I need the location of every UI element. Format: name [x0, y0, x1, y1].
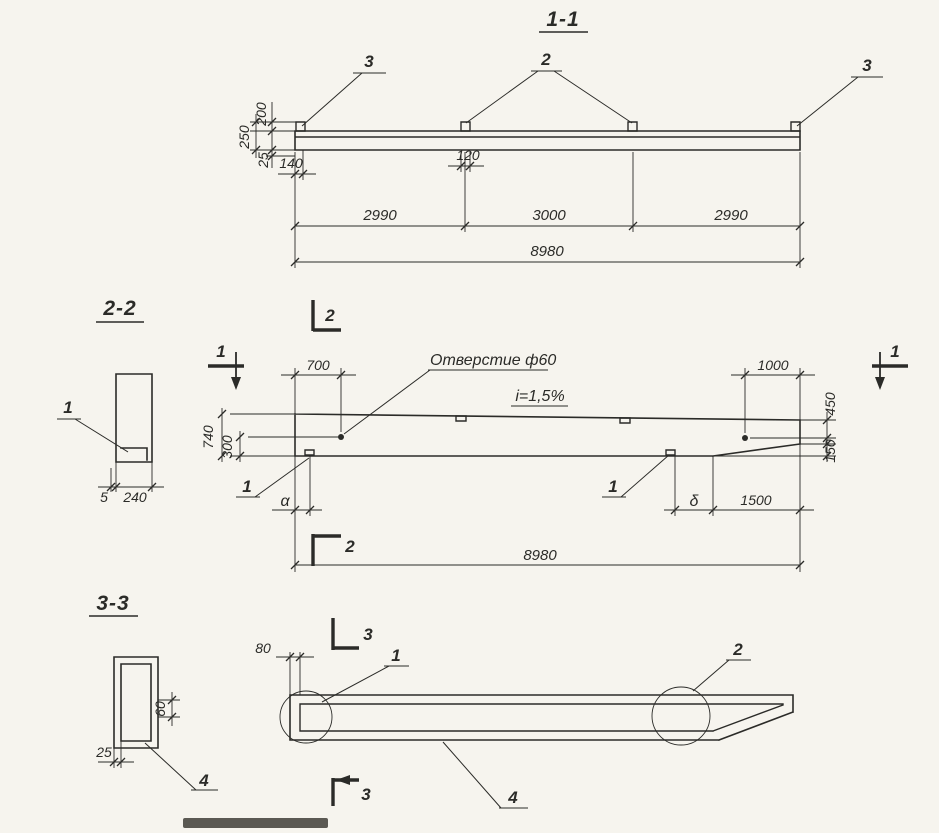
callout-3-right: 3: [862, 56, 872, 75]
slope-label: i=1,5%: [515, 388, 564, 405]
dimension-ticks-1-1: [251, 117, 805, 267]
section-view-1-1: 1-1 3 2 3 250 200 25 140 120 2990 3000 2…: [236, 8, 883, 268]
dim-5: 5: [100, 489, 108, 505]
dim-span-2990-a: 2990: [362, 207, 397, 224]
plan-inner-outline: [299, 703, 784, 732]
dim-25-bottom: 25: [95, 744, 112, 760]
dim-span-3000: 3000: [532, 207, 566, 224]
dim-740: 740: [200, 425, 216, 449]
embed-marks-elevation: [304, 415, 676, 456]
beam-top-view-outline: [294, 130, 801, 151]
plan-outer-outline: [289, 694, 795, 742]
dimension-lines-plan: [276, 652, 314, 695]
dim-1500: 1500: [740, 492, 771, 508]
callout-3-left: 3: [364, 52, 374, 71]
cross-section-3-3-outline: [113, 656, 159, 749]
section-cut-arrow-shafts: [235, 352, 881, 378]
dimension-ticks-3-3: [109, 695, 177, 767]
callout-leaders-1-1: [301, 70, 883, 127]
callout-2-mid: 2: [540, 50, 551, 69]
dim-delta: δ: [690, 493, 700, 510]
dim-450: 450: [822, 392, 838, 416]
dim-240: 240: [122, 489, 147, 505]
callout-1-elevation-left: 1: [242, 477, 251, 496]
section-view-2-2: 2-2 1 5 240: [57, 297, 164, 505]
dim-25-top: 25: [255, 152, 271, 169]
dim-total-8980-top: 8980: [530, 243, 564, 260]
section-cut-marks-3: [331, 618, 359, 806]
scan-artifact: [183, 818, 328, 828]
dimension-ticks-2-2: [106, 482, 157, 492]
elevation-leaders: [236, 369, 670, 498]
dimension-extension-lines-elevation: [221, 368, 836, 572]
dim-alpha: α: [280, 493, 290, 510]
hole-note-label: Отверстие ф60: [430, 352, 556, 369]
cut-label-1-right: 1: [890, 342, 899, 361]
embedded-plates: [295, 121, 801, 132]
cut-1-right-arrowhead-icon: [875, 377, 885, 390]
dimension-ticks-plan: [285, 652, 305, 662]
hole-60-right-icon: [742, 435, 748, 441]
dimension-lines-2-2: [98, 462, 164, 492]
dim-span-2990-b: 2990: [713, 207, 748, 224]
callout-leader-3-3: [144, 742, 218, 791]
section-3-3-title: 3-3: [96, 592, 129, 615]
cut-label-2-top: 2: [324, 306, 335, 325]
dim-200: 200: [253, 102, 269, 127]
detail-circle-1: [279, 690, 333, 744]
dim-250: 250: [236, 125, 252, 150]
cross-section-2-2-outline: [115, 373, 153, 463]
dim-700: 700: [306, 357, 330, 373]
cut-3-arrowhead-icon: [336, 775, 350, 785]
callout-4-plan: 4: [507, 788, 518, 807]
dim-150: 150: [822, 439, 838, 463]
cut-label-1-left: 1: [216, 342, 225, 361]
dim-60: 60: [152, 701, 168, 717]
cut-label-3-top: 3: [363, 625, 373, 644]
callout-2-plan: 2: [732, 640, 743, 659]
plan-callout-leaders: [321, 659, 751, 809]
dim-140: 140: [279, 155, 303, 171]
dim-1000: 1000: [757, 357, 788, 373]
section-2-2-title: 2-2: [102, 297, 136, 320]
callout-1-section22: 1: [63, 398, 72, 417]
callout-4-section33: 4: [198, 771, 209, 790]
beam-plan-view: 3 3 80 1 2 4: [255, 618, 795, 809]
dimension-ticks-elevation: [217, 370, 832, 570]
callout-leader-2-2: [57, 418, 129, 453]
cut-1-left-arrowhead-icon: [231, 377, 241, 390]
dim-300: 300: [219, 435, 235, 459]
callout-1-plan: 1: [391, 646, 400, 665]
detail-circle-2: [651, 686, 711, 746]
hole-60-left-icon: [338, 434, 344, 440]
section-1-1-title: 1-1: [546, 8, 579, 31]
callout-1-elevation-mid: 1: [608, 477, 617, 496]
cut-label-3-bottom: 3: [361, 785, 371, 804]
beam-elevation-view: 2 2 1 1 Отверстие ф60 i=1,5% 700 1000 74…: [200, 300, 908, 572]
dim-80: 80: [255, 640, 271, 656]
dim-120: 120: [456, 147, 480, 163]
beam-elevation-outline: [294, 413, 801, 457]
dimension-extension-lines-1-1: [250, 102, 801, 268]
section-view-3-3: 3-3 60 25 4: [89, 592, 218, 791]
cut-label-2-bottom: 2: [344, 537, 355, 556]
dimension-lines-3-3: [98, 692, 180, 768]
section-cut-marks: [208, 300, 908, 566]
dim-total-8980-elevation: 8980: [523, 547, 557, 564]
